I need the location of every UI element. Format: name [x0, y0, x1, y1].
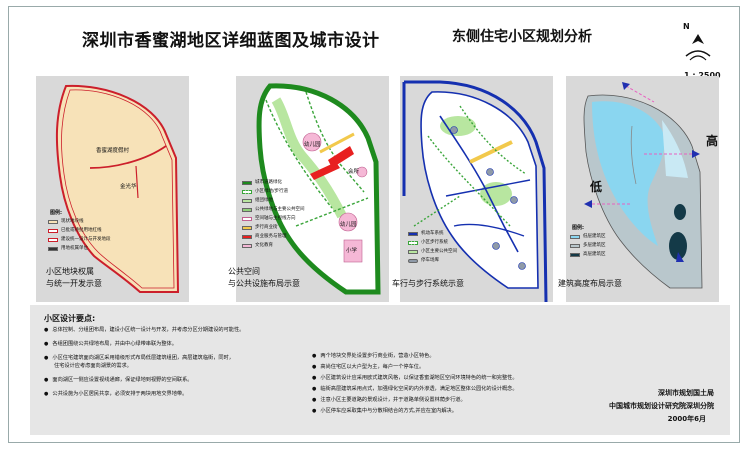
label-resort: 香蜜湖度假村 [96, 148, 130, 154]
note-item: 两个地块交界处设置步行商业街，营造小区特色。 [312, 353, 434, 360]
org-institute: 中国城市规划设计研究院深圳分院 [609, 402, 714, 410]
label-school: 小学 [346, 248, 358, 254]
north-arrow-icon [685, 34, 711, 61]
legend-title: 图例: [50, 210, 62, 216]
legend-item: 多层建筑区 [570, 243, 606, 249]
design-notes: 小区设计要点: 总体控制、分组团布局，建设小区统一设计与开发，并考虑分区分期建设… [30, 305, 730, 435]
note-item: 公共设施为小区居民共享，必须安排于两块用地交界地带。 [44, 391, 187, 398]
ownership-map [55, 84, 180, 293]
legend-item: 低层建筑区 [570, 234, 606, 240]
label-club: 会所 [348, 169, 360, 175]
legend-item: 停车场库 [408, 258, 439, 264]
panel-public-space: 幼儿园 幼儿园 会所 小学 城市道路绿化 小区绿地/步行道 组团绿地 公共绿地与… [228, 76, 389, 302]
note-item: 各组团围绕公共绿地布局，并由中心绿带串联为整体。 [44, 341, 177, 348]
note-item: 小区停车应采取集中与分散相结合的方式,并应在室内解决。 [312, 408, 457, 415]
sheet-frame [8, 6, 740, 443]
sheet-title: 深圳市香蜜湖地区详细蓝图及城市设计 [82, 31, 380, 51]
panel-height: 高 低 图例: 低层建筑区 多层建筑区 高层建筑区 建筑高度布局示意 [558, 76, 719, 302]
legend-item: 机动车系统 [408, 231, 444, 237]
panel-ownership: 香蜜湖度假村 金光华 图例: 现状地块线 已批或待批用地红线 建设统一设计与开发… [36, 76, 189, 302]
note-continuation: 住宅设计应考虑面向湖景的需求。 [54, 363, 132, 369]
legend-item: 现状地块线 [48, 219, 84, 225]
note-item: 临街高层建筑采用点式，加强绿化空间的内外渗透，满足地区整体公园化的设计概念。 [312, 386, 517, 393]
label-high: 高 [706, 134, 719, 148]
legend-item: 空间轴与主视线方向 [242, 216, 296, 222]
panel-traffic: 机动车系统 小区步行系统 小区主要公共空间 停车场库 车行与步行系统示意 [392, 76, 553, 303]
caption-height: 建筑高度布局示意 [558, 279, 622, 288]
note-item: 小区住宅建筑面向湖区采用错级形式布局低层建筑组团，高层建筑临街，同时， [44, 355, 234, 362]
note-item: 总体控制、分组团布局，建设小区统一设计与开发，并考虑分区分期建设的可能性。 [44, 327, 244, 334]
label-jinguanghua: 金光华 [120, 184, 137, 190]
note-item: 注意小区主要道路的景观设计，并于道路单侧设置林荫步行道。 [312, 397, 465, 404]
sheet-subtitle: 东侧住宅小区规划分析 [452, 29, 592, 45]
north-label: N [683, 22, 690, 31]
legend-item: 小区步行系统 [408, 240, 448, 246]
scale-label: 1 : 2500 [684, 71, 721, 80]
legend-item: 文化教育 [242, 243, 273, 249]
legend-item: 公共绿地与主要公共空间 [242, 207, 305, 213]
note-item: 面向湖区一侧应设置视线通廊，保证绿地到视野的空间联系。 [44, 377, 192, 384]
public-space-map [256, 83, 381, 295]
legend-item: 高层建筑区 [570, 252, 606, 258]
legend-item: 用地权属单位 [48, 246, 88, 252]
notes-heading: 小区设计要点: [44, 314, 96, 323]
issue-date: 2000年6月 [667, 415, 706, 423]
caption-traffic: 车行与步行系统示意 [392, 279, 464, 288]
caption-public-space: 公共空间与公共设施布局示意 [228, 267, 300, 288]
height-map [583, 82, 703, 289]
legend-title: 图例: [572, 225, 584, 231]
note-item: 高尚住宅区以大户型为主，每户一个停车位。 [312, 364, 424, 371]
legend-item: 已批或待批用地红线 [48, 228, 102, 234]
legend-item: 步行商业街 [242, 225, 278, 231]
legend-item: 商业服务与管理 [242, 234, 287, 240]
caption-ownership: 小区地块权属与统一开发示意 [46, 267, 102, 288]
label-kindergarten: 幼儿园 [304, 142, 321, 148]
label-kindergarten: 幼儿园 [340, 222, 357, 228]
legend-item: 城市道路绿化 [242, 180, 282, 186]
org-bureau: 深圳市规划国土局 [658, 389, 714, 397]
legend-item: 组团绿地 [242, 198, 273, 204]
legend-item: 小区主要公共空间 [408, 249, 457, 255]
legend-item: 建设统一设计与开发地段 [48, 237, 111, 243]
legend-item: 小区绿地/步行道 [242, 189, 288, 195]
label-low: 低 [590, 180, 603, 194]
traffic-map [402, 80, 548, 303]
note-item: 小区建筑设计应采用欧式建筑风格，以保证香蜜湖地区空间环境特色的统一和完整性。 [312, 375, 517, 382]
